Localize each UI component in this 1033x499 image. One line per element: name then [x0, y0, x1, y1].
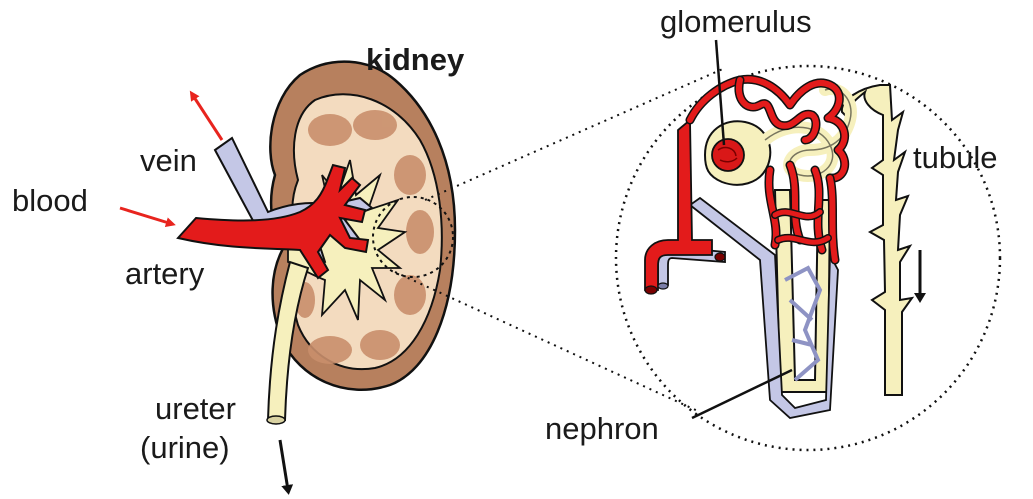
glomerulus-label: glomerulus — [660, 6, 812, 37]
artery-label: artery — [125, 258, 204, 289]
kidney-label: kidney — [366, 44, 464, 75]
tubule-label: tubule — [913, 142, 997, 173]
glomerulus — [712, 139, 744, 171]
ureter-label: ureter — [155, 393, 236, 424]
blood-flow-arrow — [120, 208, 172, 224]
urine-label: (urine) — [140, 432, 230, 463]
vein-flow-arrow — [192, 94, 222, 140]
kidney — [178, 62, 455, 424]
nephron — [645, 79, 912, 418]
collecting-tubule — [842, 85, 912, 395]
vein-label: vein — [140, 145, 197, 176]
nephron-label: nephron — [545, 413, 659, 444]
blood-label: blood — [12, 185, 88, 216]
urine-flow-arrow — [280, 440, 288, 490]
ureter-opening — [267, 416, 285, 424]
